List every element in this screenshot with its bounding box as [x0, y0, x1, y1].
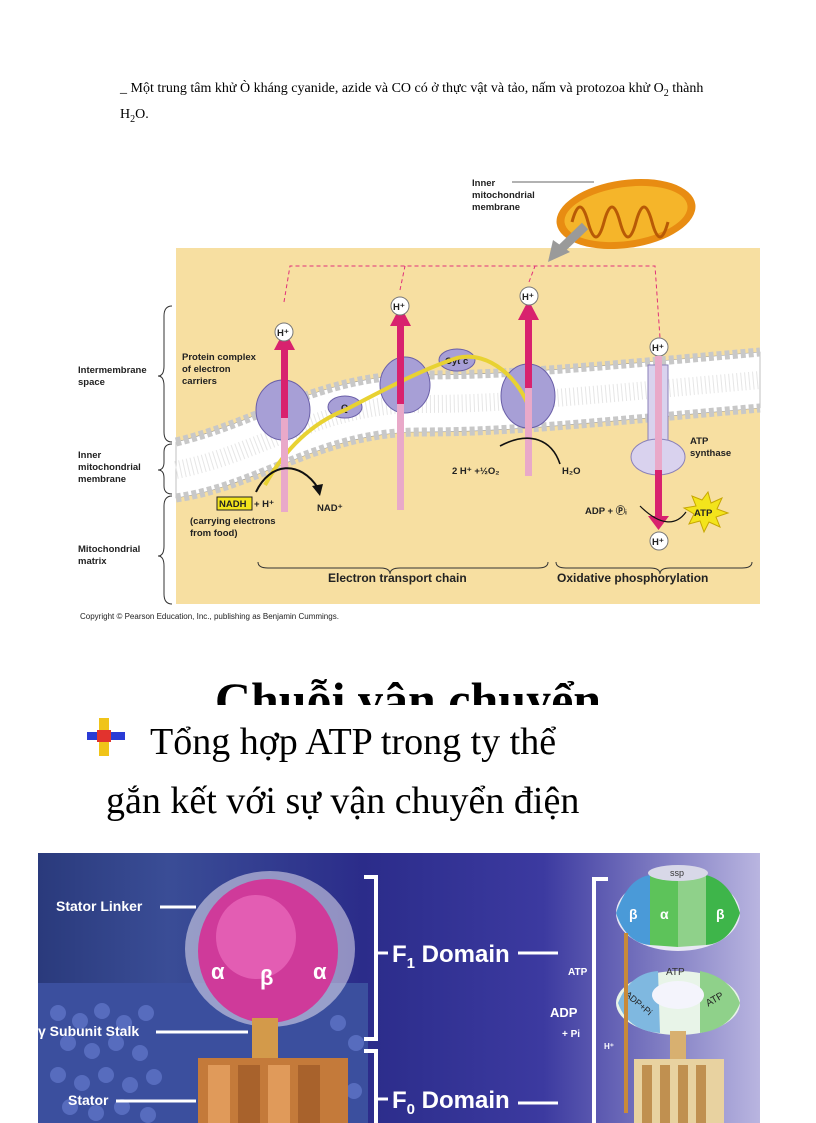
nad-label: NAD⁺ [317, 503, 343, 514]
water-eq: 2 H⁺ +½O₂ [452, 466, 500, 477]
adp-label: ADP [550, 1005, 578, 1020]
adp-label: ADP + Ⓟᵢ [585, 505, 627, 517]
matrix-label-2: matrix [78, 556, 107, 567]
h2o-subscript: 2 [130, 113, 136, 125]
nadh-arrow [255, 467, 319, 493]
intro-paragraph: _ Một trung tâm khử Ò kháng cyanide, azi… [120, 78, 720, 130]
atp-starburst [682, 490, 730, 534]
pointer-arrow [556, 222, 589, 254]
h2o-label: H₂O [562, 466, 580, 477]
hplus-circle-3: H⁺ [519, 286, 539, 306]
intro-mid: thành H [120, 81, 704, 122]
protein-complex-3 [379, 356, 431, 414]
atp-arrow-label: ATP [568, 967, 588, 978]
nadh-label: NADH [219, 499, 247, 510]
water-arrow [499, 437, 561, 465]
brace-matrix [157, 495, 173, 605]
stator-label: Stator [68, 1092, 109, 1108]
hplus-circle-1: H⁺ [274, 322, 294, 342]
stator-linker-label: Stator Linker [56, 898, 143, 914]
intro-text: _ Một trung tâm khử Ò kháng cyanide, azi… [120, 81, 664, 96]
copyright-text: Copyright © Pearson Education, Inc., pub… [80, 612, 339, 621]
schem-beta-1: β [629, 906, 638, 922]
inner-label-2: mitochondrial [78, 462, 141, 473]
nadh-box [216, 496, 253, 511]
intermembrane-label-1: Intermembrane [78, 365, 147, 376]
oxphos-label: Oxidative phosphorylation [557, 571, 708, 585]
matrix-label-1: Mitochondrial [78, 544, 140, 555]
brace-inner [157, 443, 173, 495]
schematic-ring [616, 971, 740, 1035]
beta-center: β [260, 965, 273, 990]
protein-complex-label-2: of electron [182, 364, 231, 375]
proton-arrow-2 [390, 306, 411, 510]
o2-subscript: 2 [663, 87, 669, 99]
heading-line-1: Tổng hợp ATP trong ty thể [150, 721, 557, 763]
inner-label-3: membrane [78, 474, 126, 485]
atp-starburst-label: ATP [694, 508, 713, 519]
etc-label: Electron transport chain [328, 571, 467, 585]
electron-transport-figure: Inner mitochondrial membrane Q Cyt c H⁺ [0, 170, 816, 630]
svg-text:H⁺: H⁺ [393, 302, 405, 313]
intermembrane-label-2: space [78, 377, 105, 388]
schem-alpha: α [660, 906, 669, 922]
hplus-circle-2: H⁺ [390, 296, 410, 316]
proton-return-path [283, 265, 661, 339]
atp-synthase-label-2: synthase [690, 448, 731, 459]
svg-text:H⁺: H⁺ [652, 343, 664, 354]
heading-line-2: gắn kết với sự vận chuyển điện [106, 780, 580, 822]
atp-center-label: ATP [666, 967, 685, 978]
gamma-stalk-label: γ Subunit Stalk [38, 1023, 139, 1039]
carrying-line2: from food) [190, 528, 238, 539]
schem-hplus: H⁺ [604, 1042, 614, 1051]
brace-intermembrane [157, 305, 173, 443]
protein-complex-label-3: carriers [182, 376, 217, 387]
intro-suffix: O. [135, 106, 149, 122]
schematic-f1-hexamer [616, 865, 740, 951]
f1-head [185, 871, 355, 1027]
alpha-right: α [313, 959, 327, 984]
protein-complex-label-1: Protein complex [182, 352, 257, 363]
ssp-label: ssp [670, 868, 684, 878]
schematic-bracket [592, 877, 608, 1123]
svg-text:H⁺: H⁺ [522, 292, 534, 303]
callout-line1: Inner [472, 178, 496, 189]
schematic-stalk [670, 1031, 686, 1061]
atp-synthase-structure-figure: α β α Stator Linker γ Subunit Stalk Stat… [38, 853, 760, 1123]
cytc-label: Cyt c [445, 356, 468, 367]
f1-bracket [364, 875, 378, 1041]
f1-domain-label: F1 Domain [392, 941, 510, 972]
mitochondrion-icon [556, 178, 696, 250]
carrying-line1: (carrying electrons [190, 516, 276, 527]
svg-text:H⁺: H⁺ [652, 537, 664, 548]
hplus-circle-4: H⁺ [649, 337, 669, 357]
schem-beta-2: β [716, 906, 725, 922]
callout-line3: membrane [472, 202, 520, 213]
cut-off-title: Chuỗi vận chuyển [214, 672, 602, 705]
svg-text:H⁺: H⁺ [277, 328, 289, 339]
nadh-hplus: + H⁺ [254, 499, 274, 510]
pointer-arrow-head [548, 240, 570, 262]
pi-label: + Pi [562, 1029, 580, 1040]
f0-stator [198, 1058, 348, 1123]
bullet-cross-icon [87, 718, 125, 756]
f0-domain-label: F0 Domain [392, 1087, 510, 1118]
atp-synthase-label-1: ATP [690, 436, 709, 447]
callout-line2: mitochondrial [472, 190, 535, 201]
proton-arrow-3 [518, 300, 539, 476]
gamma-stalk [252, 1018, 278, 1058]
schematic-c-ring [634, 1059, 724, 1123]
inner-label-1: Inner [78, 450, 102, 461]
atp-synthase [630, 356, 686, 530]
alpha-left: α [211, 959, 225, 984]
hplus-circle-5: H⁺ [649, 531, 669, 551]
membrane-bilayer [174, 347, 761, 503]
